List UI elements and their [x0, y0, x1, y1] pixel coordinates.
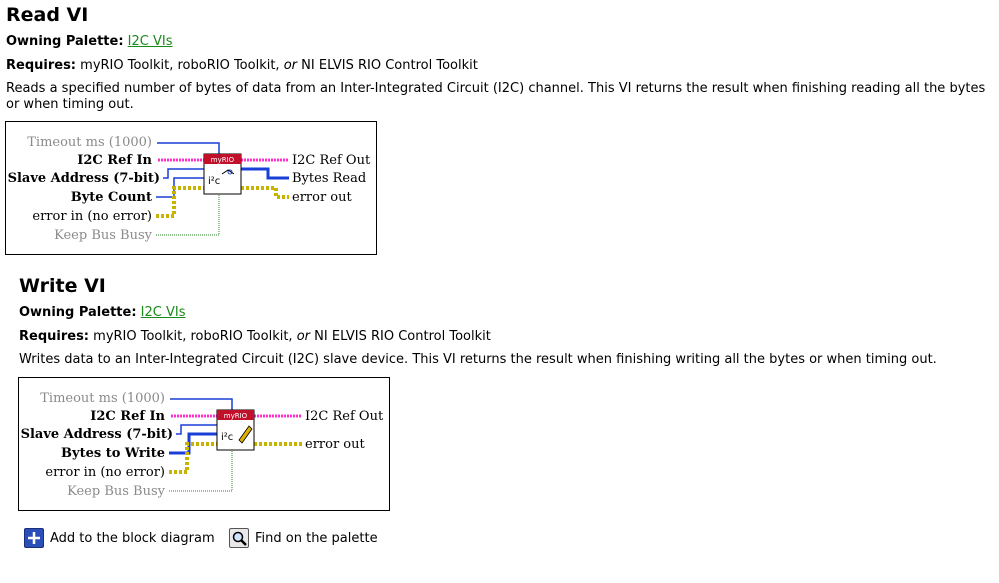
write-description: Writes data to an Inter-Integrated Circu… [19, 352, 937, 367]
write-vi-connector-diagram: myRIO i²c Timeout ms (1000) I2C Ref In S… [18, 377, 390, 511]
read-owning-palette-link[interactable]: I2C VIs [127, 34, 173, 49]
requires-toolkits: myRIO Toolkit, roboRIO Toolkit, [80, 58, 280, 73]
plus-icon [24, 528, 44, 548]
read-input-error-in: error in (no error) [32, 209, 152, 224]
read-input-slave-address: Slave Address (7-bit) [7, 171, 160, 186]
requires-elvis: NI ELVIS RIO Control Toolkit [314, 329, 491, 344]
read-input-keep-bus-busy: Keep Bus Busy [54, 228, 152, 243]
read-badge: myRIO [211, 156, 235, 164]
read-input-ref: I2C Ref In [77, 153, 152, 168]
write-vi-title: Write VI [19, 275, 106, 297]
write-input-keep-bus-busy: Keep Bus Busy [67, 484, 165, 499]
requires-label: Requires: [6, 58, 77, 73]
read-wires: myRIO i²c [156, 142, 289, 236]
write-input-bytes-to-write: Bytes to Write [61, 446, 165, 461]
write-owning-palette: Owning Palette: I2C VIs [19, 305, 186, 321]
read-owning-palette: Owning Palette: I2C VIs [6, 34, 173, 50]
read-i2c-glyph: i²c [208, 176, 220, 187]
owning-palette-label: Owning Palette: [6, 34, 124, 49]
write-input-slave-address: Slave Address (7-bit) [20, 427, 173, 442]
find-on-palette-label: Find on the palette [255, 530, 378, 546]
requires-elvis: NI ELVIS RIO Control Toolkit [301, 58, 478, 73]
read-vi-title: Read VI [6, 4, 89, 26]
write-badge: myRIO [224, 412, 248, 420]
pencil-icon [238, 425, 253, 444]
requires-or: or [283, 58, 298, 73]
requires-toolkits: myRIO Toolkit, roboRIO Toolkit, [93, 329, 293, 344]
requires-or: or [296, 329, 311, 344]
read-output-error-out: error out [292, 190, 352, 205]
write-input-ref: I2C Ref In [90, 409, 165, 424]
write-input-timeout: Timeout ms (1000) [40, 391, 165, 406]
write-output-error-out: error out [305, 437, 365, 452]
owning-palette-label: Owning Palette: [19, 305, 137, 320]
write-wires: myRIO i²c [169, 398, 302, 492]
read-output-ref: I2C Ref Out [292, 153, 371, 168]
read-requires: Requires: myRIO Toolkit, roboRIO Toolkit… [6, 58, 478, 74]
read-output-bytes-read: Bytes Read [292, 171, 367, 186]
write-owning-palette-link[interactable]: I2C VIs [140, 305, 186, 320]
write-input-error-in: error in (no error) [45, 465, 165, 480]
write-i2c-glyph: i²c [221, 432, 233, 443]
requires-label: Requires: [19, 329, 90, 344]
write-requires: Requires: myRIO Toolkit, roboRIO Toolkit… [19, 329, 491, 345]
read-description: Reads a specified number of bytes of dat… [6, 81, 986, 112]
read-input-timeout: Timeout ms (1000) [27, 135, 152, 150]
magnifier-icon [229, 528, 249, 548]
read-vi-connector-diagram: myRIO i²c Timeout ms (1000) I2C Ref In S… [5, 121, 377, 255]
find-on-palette-button[interactable]: Find on the palette [229, 528, 378, 548]
add-to-block-diagram-label: Add to the block diagram [50, 530, 215, 546]
write-output-ref: I2C Ref Out [305, 409, 384, 424]
add-to-block-diagram-button[interactable]: Add to the block diagram [24, 528, 215, 548]
read-input-byte-count: Byte Count [70, 190, 152, 205]
